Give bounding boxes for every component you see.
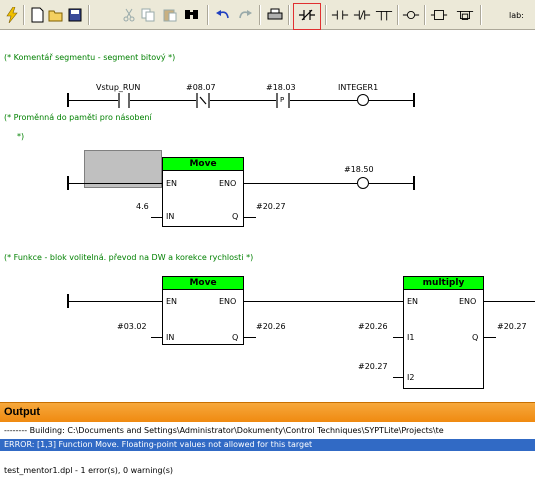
toolbar-separator bbox=[325, 5, 327, 25]
output-wire bbox=[484, 337, 496, 338]
move-block[interactable]: Move bbox=[162, 276, 244, 345]
input-wire bbox=[151, 337, 162, 338]
lightning-icon[interactable] bbox=[3, 5, 21, 25]
input-wire bbox=[393, 337, 403, 338]
input-value[interactable]: #20.26 bbox=[358, 322, 388, 331]
rung2-wire bbox=[244, 183, 357, 184]
rung1-wire bbox=[369, 100, 413, 101]
toolbar: lab: bbox=[0, 0, 535, 30]
segment-comment[interactable]: (* Proměnná do paměti pro násobení bbox=[4, 113, 152, 122]
rung1-wire bbox=[290, 100, 357, 101]
pin-eno: ENO bbox=[459, 297, 477, 306]
rung1-coil[interactable] bbox=[357, 94, 369, 106]
block-title: multiply bbox=[404, 277, 483, 290]
pin-eno: ENO bbox=[219, 297, 237, 306]
output-summary-line[interactable]: test_mentor1.dpl - 1 error(s), 0 warning… bbox=[4, 466, 174, 475]
coil-icon[interactable] bbox=[402, 5, 420, 25]
pin-en: EN bbox=[166, 179, 178, 188]
function-block-icon[interactable] bbox=[430, 5, 448, 25]
input-wire bbox=[393, 377, 403, 378]
find-icon[interactable] bbox=[183, 5, 201, 25]
save-icon[interactable] bbox=[66, 5, 84, 25]
rung3-wire bbox=[68, 301, 162, 302]
contact-label: #08.07 bbox=[186, 83, 216, 92]
undo-icon[interactable] bbox=[214, 5, 232, 25]
pin-q: Q bbox=[232, 333, 239, 342]
rung1-wire bbox=[68, 100, 118, 101]
output-build-line[interactable]: -------- Building: C:\Documents and Sett… bbox=[4, 426, 444, 435]
toggle-contact-icon[interactable] bbox=[298, 5, 316, 25]
pin-i1: I1 bbox=[407, 333, 415, 342]
input-value[interactable]: 4.6 bbox=[136, 202, 149, 211]
rung1-contact1[interactable] bbox=[118, 93, 130, 111]
output-wire bbox=[244, 217, 256, 218]
toolbar-separator bbox=[397, 5, 399, 25]
coil-label: INTEGER1 bbox=[338, 83, 379, 92]
output-panel-header[interactable]: Output bbox=[0, 402, 535, 422]
toolbar-separator bbox=[259, 5, 261, 25]
pin-in: IN bbox=[166, 333, 175, 342]
segment-comment[interactable]: (* Komentář segmentu - segment bitový *) bbox=[4, 53, 176, 62]
error-line-highlight[interactable] bbox=[0, 439, 535, 451]
output-wire bbox=[244, 337, 256, 338]
rung1-wire bbox=[210, 100, 276, 101]
label-icon[interactable]: lab: bbox=[509, 11, 524, 20]
cut-icon[interactable] bbox=[120, 5, 138, 25]
pin-q: Q bbox=[472, 333, 479, 342]
output-value[interactable]: #20.27 bbox=[497, 322, 527, 331]
output-panel[interactable]: -------- Building: C:\Documents and Sett… bbox=[0, 422, 535, 484]
block-title: Move bbox=[163, 158, 243, 171]
segment-comment[interactable]: (* Funkce - blok volitelná. převod na DW… bbox=[4, 253, 254, 262]
move-block[interactable]: Move bbox=[162, 157, 244, 227]
rung1-wire bbox=[130, 100, 196, 101]
input-value[interactable]: #20.27 bbox=[358, 362, 388, 371]
toolbar-separator bbox=[207, 5, 209, 25]
selection-placeholder[interactable] bbox=[84, 150, 162, 188]
redo-icon[interactable] bbox=[236, 5, 254, 25]
pin-q: Q bbox=[232, 212, 239, 221]
new-file-icon[interactable] bbox=[28, 5, 46, 25]
contact-no-icon[interactable] bbox=[331, 5, 349, 25]
rung3-wire bbox=[244, 301, 403, 302]
rung2-wire bbox=[68, 183, 162, 184]
rung2-wire bbox=[369, 183, 413, 184]
rung1-contact3-pulse[interactable] bbox=[276, 93, 290, 111]
coil-label: #18.50 bbox=[344, 165, 374, 174]
contact-label: Vstup_RUN bbox=[96, 83, 141, 92]
ladder-editor[interactable]: (* Komentář segmentu - segment bitový *)… bbox=[0, 30, 535, 400]
segment-comment[interactable]: *) bbox=[17, 132, 25, 141]
contact-pulse-icon[interactable] bbox=[375, 5, 393, 25]
pin-en: EN bbox=[407, 297, 419, 306]
toolbar-separator bbox=[88, 5, 90, 25]
pin-eno: ENO bbox=[219, 179, 237, 188]
toolbar-highlight-box bbox=[293, 3, 321, 30]
pin-i2: I2 bbox=[407, 373, 415, 382]
rung1-contact2-nc[interactable] bbox=[196, 93, 210, 111]
toolbar-separator bbox=[480, 5, 482, 25]
output-error-line[interactable]: ERROR: [1,3] Function Move. Floating-poi… bbox=[4, 440, 313, 449]
input-wire bbox=[151, 217, 162, 218]
pulse-mark: P bbox=[280, 96, 285, 104]
rung2-coil[interactable] bbox=[357, 177, 369, 189]
multiply-block[interactable]: multiply bbox=[403, 276, 484, 389]
copy-icon[interactable] bbox=[139, 5, 157, 25]
output-value[interactable]: #20.26 bbox=[256, 322, 286, 331]
contact-nc-icon[interactable] bbox=[353, 5, 371, 25]
block-title: Move bbox=[163, 277, 243, 290]
open-folder-icon[interactable] bbox=[47, 5, 65, 25]
contact-label: #18.03 bbox=[266, 83, 296, 92]
rung1-right-rail bbox=[413, 93, 415, 107]
output-value[interactable]: #20.27 bbox=[256, 202, 286, 211]
pin-en: EN bbox=[166, 297, 178, 306]
toolbar-separator bbox=[288, 5, 290, 25]
toolbar-separator bbox=[23, 5, 25, 25]
branch-icon[interactable] bbox=[456, 5, 474, 25]
rung2-right-rail bbox=[413, 176, 415, 190]
toolbar-separator bbox=[424, 5, 426, 25]
print-icon[interactable] bbox=[266, 5, 284, 25]
input-value[interactable]: #03.02 bbox=[117, 322, 147, 331]
pin-in: IN bbox=[166, 212, 175, 221]
paste-icon[interactable] bbox=[161, 5, 179, 25]
rung3-wire bbox=[484, 301, 535, 302]
